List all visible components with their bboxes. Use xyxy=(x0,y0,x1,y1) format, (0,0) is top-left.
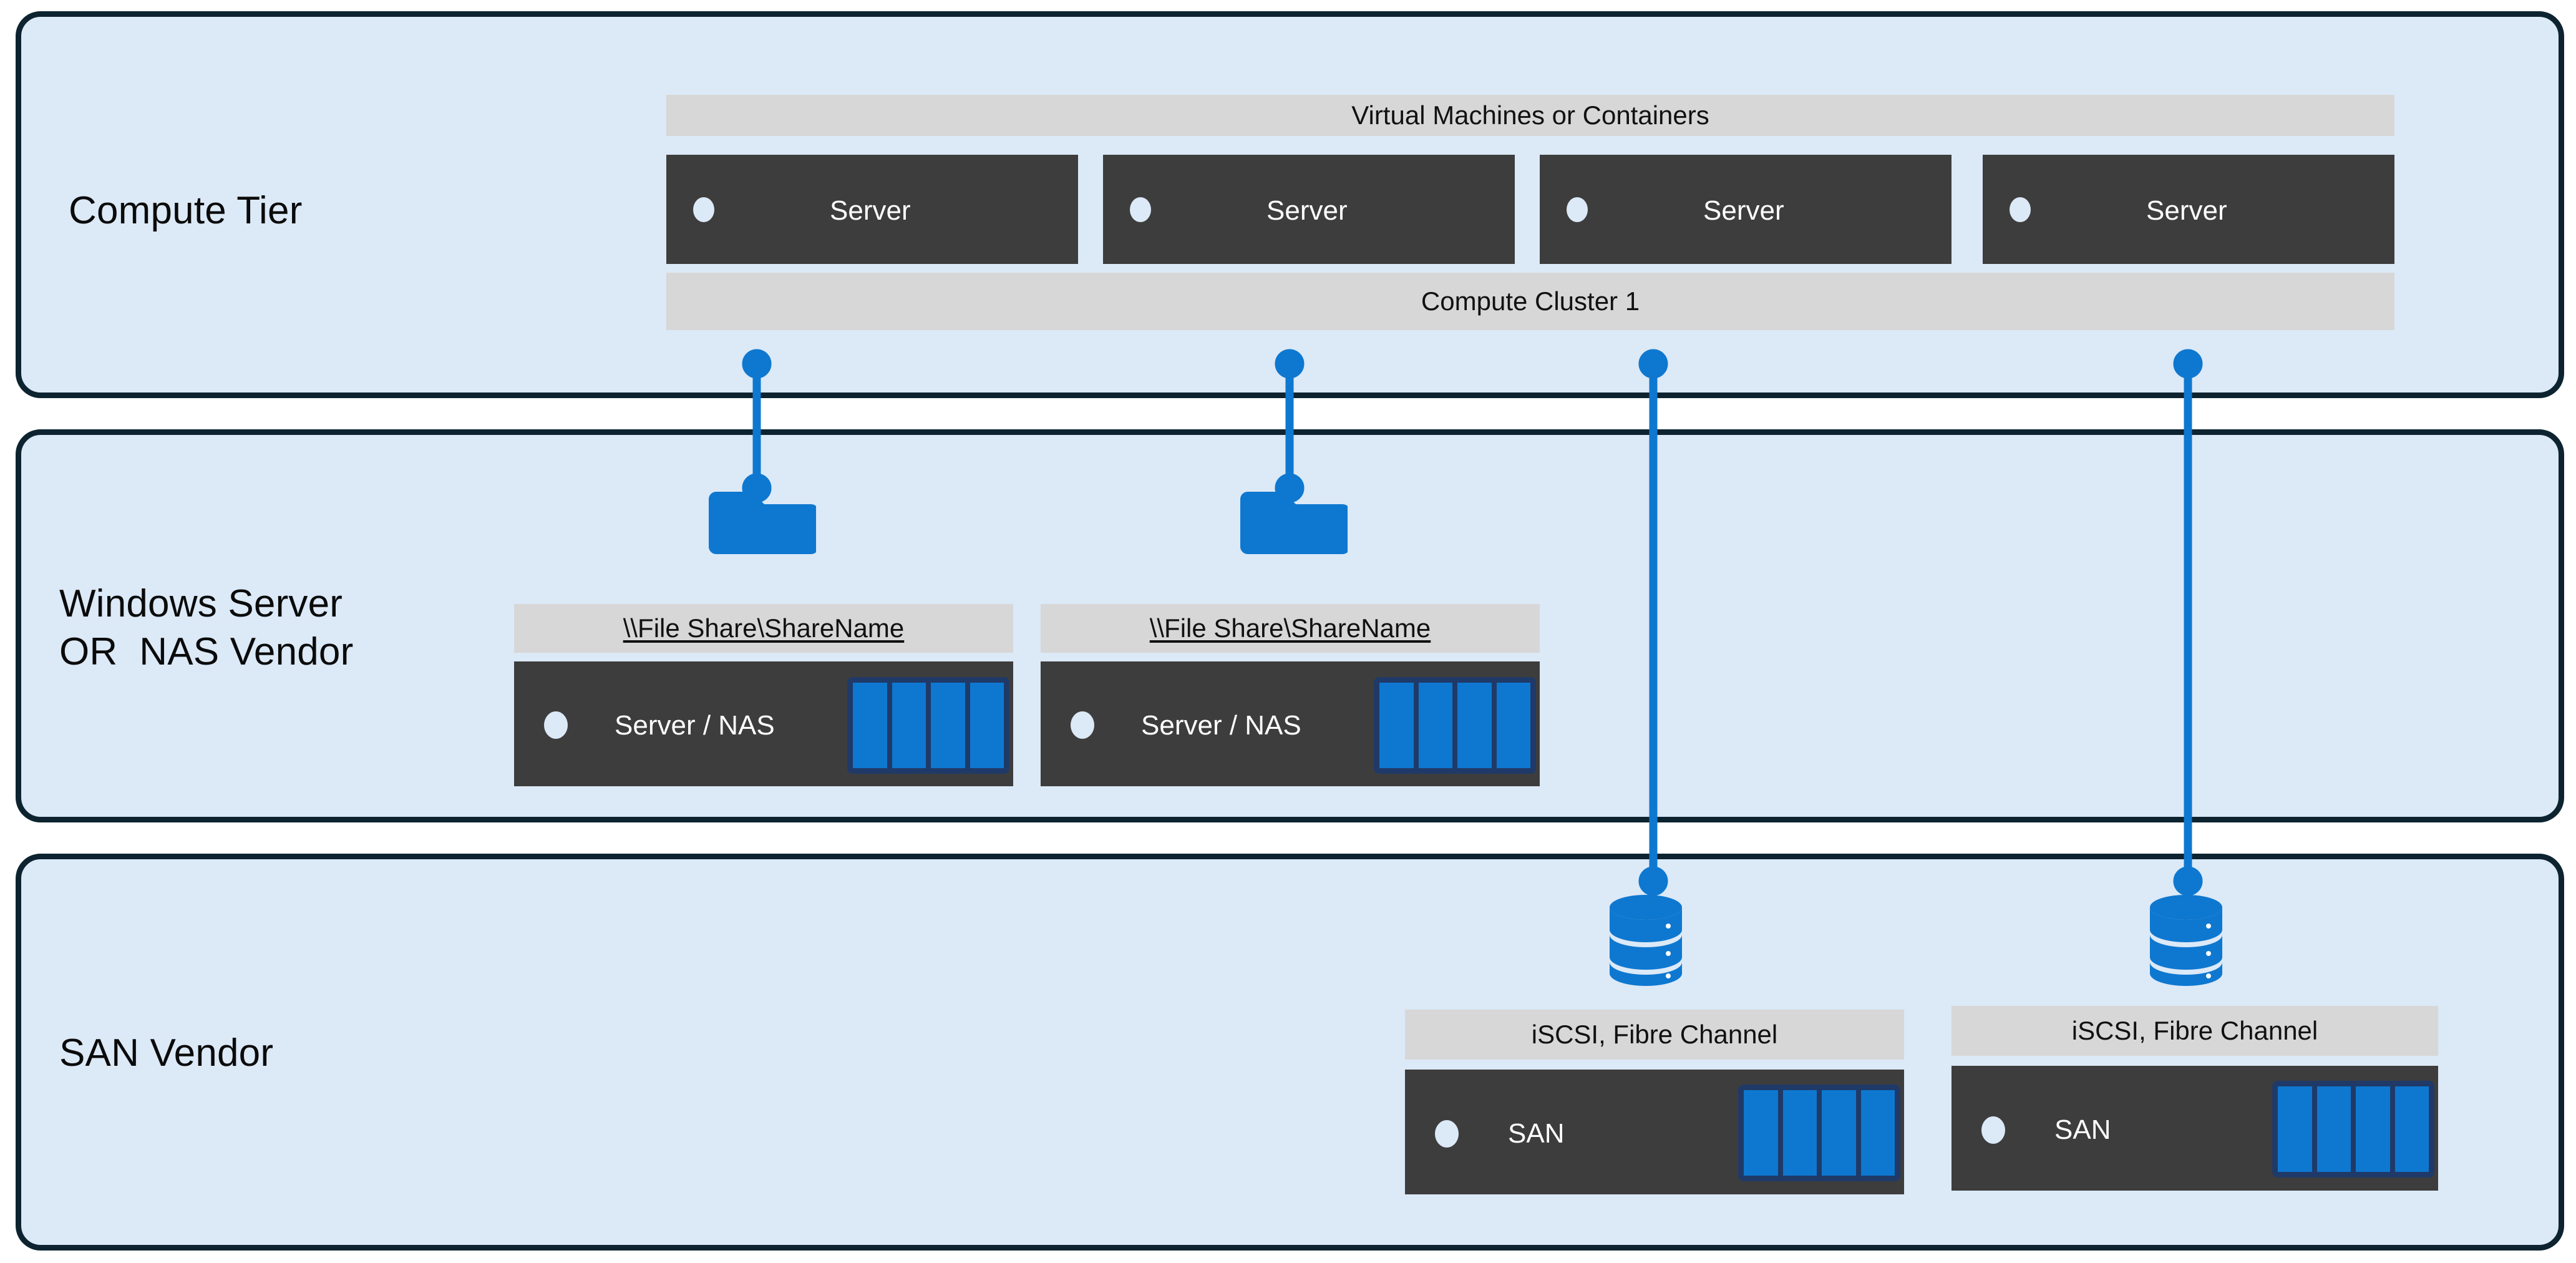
compute-server-status-dot-3 xyxy=(1567,197,1588,222)
san-caption-1: iSCSI, Fibre Channel xyxy=(1405,1010,1904,1060)
drive-bay xyxy=(2356,1086,2390,1172)
compute-server-label-2: Server xyxy=(1266,195,1348,226)
drive-bay xyxy=(931,683,965,768)
tier-label-file-line2: OR NAS Vendor xyxy=(59,630,354,673)
drive-bay xyxy=(1782,1090,1817,1176)
drive-bay xyxy=(1418,683,1452,768)
compute-server-label-4: Server xyxy=(2146,195,2227,226)
san-node-label-2: SAN xyxy=(2054,1114,2111,1145)
compute-server-status-dot-1 xyxy=(693,197,714,222)
san-caption-2: iSCSI, Fibre Channel xyxy=(1951,1006,2438,1056)
file-share-status-dot-2 xyxy=(1071,711,1094,739)
san-node-label-1: SAN xyxy=(1508,1118,1565,1149)
drive-bay xyxy=(1457,683,1492,768)
drive-bay xyxy=(1860,1090,1895,1176)
drive-bay xyxy=(970,683,1004,768)
drive-bay xyxy=(1496,683,1530,768)
drive-bay xyxy=(1822,1090,1856,1176)
file-share-drive-bays-2 xyxy=(1374,677,1536,774)
folder-icon-1 xyxy=(704,485,819,554)
database-icon-2 xyxy=(2149,894,2224,988)
drive-bay xyxy=(2316,1086,2351,1172)
compute-server-label-3: Server xyxy=(1703,195,1784,226)
compute-server-status-dot-2 xyxy=(1130,197,1151,222)
drive-bay xyxy=(1379,683,1414,768)
file-share-node-label-2: Server / NAS xyxy=(1141,710,1301,741)
file-share-caption-2: \\File Share\ShareName xyxy=(1041,604,1540,653)
compute-top-caption: Virtual Machines or Containers xyxy=(666,95,2394,136)
san-status-dot-1 xyxy=(1435,1120,1459,1148)
drive-bay xyxy=(853,683,887,768)
tier-label-compute: Compute Tier xyxy=(69,189,303,232)
drive-bay xyxy=(1744,1090,1778,1176)
compute-bottom-caption: Compute Cluster 1 xyxy=(666,273,2394,330)
compute-server-label-1: Server xyxy=(830,195,911,226)
file-share-drive-bays-1 xyxy=(847,677,1009,774)
san-status-dot-2 xyxy=(1981,1116,2005,1144)
drive-bay xyxy=(2394,1086,2429,1172)
tier-label-file: Windows Server OR NAS Vendor xyxy=(59,580,353,676)
compute-server-box-2[interactable] xyxy=(1103,155,1515,264)
tier-label-file-line1: Windows Server xyxy=(59,582,343,625)
database-icon-1 xyxy=(1608,894,1683,988)
tier-label-san: SAN Vendor xyxy=(59,1031,274,1075)
compute-server-box-3[interactable] xyxy=(1540,155,1951,264)
san-drive-bays-1 xyxy=(1738,1085,1900,1181)
compute-server-box-1[interactable] xyxy=(666,155,1078,264)
drive-bay xyxy=(892,683,926,768)
file-share-caption-1: \\File Share\ShareName xyxy=(514,604,1013,653)
san-drive-bays-2 xyxy=(2272,1081,2434,1178)
compute-server-status-dot-4 xyxy=(2010,197,2031,222)
folder-icon-2 xyxy=(1235,485,1350,554)
file-share-node-label-1: Server / NAS xyxy=(615,710,775,741)
file-share-status-dot-1 xyxy=(544,711,568,739)
compute-server-box-4[interactable] xyxy=(1983,155,2394,264)
drive-bay xyxy=(2278,1086,2312,1172)
